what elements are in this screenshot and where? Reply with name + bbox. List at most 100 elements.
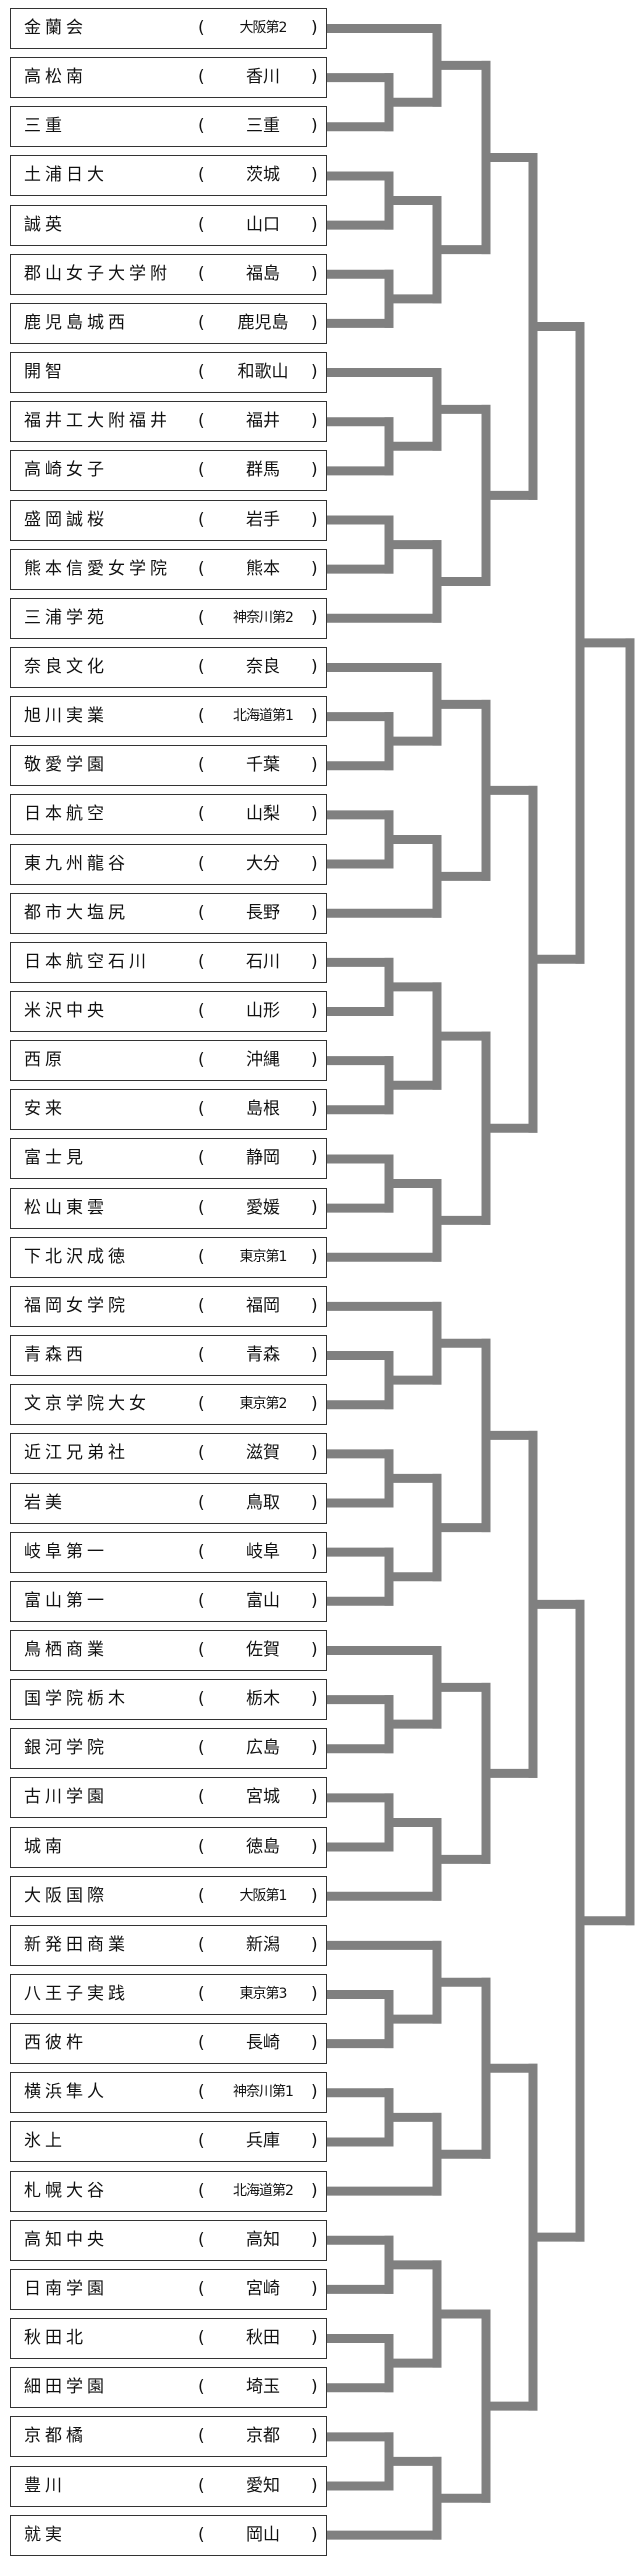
team-name: 青森西: [24, 1345, 87, 1366]
paren-open: (: [198, 263, 205, 284]
team-name: 米沢中央: [24, 1001, 108, 1021]
paren-close: ): [311, 1492, 318, 1513]
team-name: 高知中央: [24, 2229, 108, 2250]
paren-close: ): [311, 116, 318, 137]
team-prefecture: 佐賀: [246, 1639, 280, 1660]
paren-open: (: [198, 1001, 205, 1021]
team-entry: 日南学園(宮崎): [10, 2268, 327, 2310]
paren-open: (: [198, 1345, 205, 1366]
paren-close: ): [311, 1885, 318, 1906]
team-prefecture: 東京第1: [239, 1248, 288, 1265]
paren-open: (: [198, 804, 205, 825]
paren-open: (: [198, 1590, 205, 1611]
team-prefecture: 静岡: [246, 1148, 280, 1169]
paren-close: ): [311, 853, 318, 874]
paren-close: ): [311, 2475, 318, 2496]
paren-open: (: [198, 67, 205, 88]
paren-open: (: [198, 607, 205, 628]
paren-close: ): [311, 1099, 318, 1120]
team-entry: 銀河学院(広島): [10, 1728, 327, 1770]
paren-open: (: [198, 460, 205, 481]
paren-open: (: [198, 1836, 205, 1857]
team-entry: 八王子実践(東京第3): [10, 1974, 327, 2015]
paren-close: ): [311, 362, 318, 383]
team-entry: 開智(和歌山): [10, 352, 327, 394]
paren-close: ): [311, 2377, 318, 2398]
team-prefecture: 新潟: [246, 1934, 280, 1955]
team-prefecture: 福岡: [246, 1295, 280, 1316]
paren-open: (: [198, 2524, 205, 2545]
team-name: 細田学園: [24, 2377, 108, 2398]
paren-open: (: [198, 2180, 205, 2201]
paren-close: ): [311, 2426, 318, 2447]
team-entry: 就実(岡山): [10, 2514, 327, 2556]
team-name: 秋田北: [24, 2328, 87, 2349]
team-entry: 札幌大谷(北海道第2): [10, 2170, 327, 2212]
team-entry: 西原(沖縄): [10, 1040, 327, 1082]
paren-open: (: [198, 951, 205, 972]
paren-close: ): [311, 2033, 318, 2054]
paren-open: (: [198, 1689, 205, 1710]
paren-close: ): [311, 1246, 318, 1267]
paren-open: (: [198, 1984, 205, 2004]
team-prefecture: 京都: [246, 2426, 280, 2447]
team-name: 日南学園: [24, 2278, 108, 2299]
team-entry: 鹿児島城西(鹿児島): [10, 302, 327, 344]
team-prefecture: 長崎: [246, 2033, 280, 2054]
paren-open: (: [198, 2082, 205, 2103]
paren-close: ): [311, 607, 318, 628]
team-entry: 誠英(山口): [10, 204, 327, 246]
team-name: 銀河学院: [24, 1738, 108, 1759]
team-prefecture: 富山: [246, 1590, 280, 1611]
team-name: 富士見: [24, 1148, 87, 1169]
team-entry: 鳥栖商業(佐賀): [10, 1629, 327, 1671]
team-entry: 東九州龍谷(大分): [10, 843, 327, 885]
team-name: 大阪国際: [24, 1885, 108, 1906]
team-prefecture: 千葉: [246, 755, 280, 776]
team-entry: 奈良文化(奈良): [10, 646, 327, 688]
paren-close: ): [311, 1836, 318, 1857]
paren-open: (: [198, 755, 205, 776]
team-entry: 富山第一(富山): [10, 1580, 327, 1622]
team-entry: 新発田商業(新潟): [10, 1924, 327, 1966]
team-entry: 青森西(青森): [10, 1335, 327, 1377]
paren-close: ): [311, 1590, 318, 1611]
team-name: 豊川: [24, 2475, 66, 2496]
paren-open: (: [198, 1394, 205, 1415]
team-entry: 日本航空石川(石川): [10, 941, 327, 983]
team-prefecture: 福島: [246, 263, 280, 284]
team-name: 郡山女子大学附: [24, 263, 171, 284]
team-prefecture: 青森: [246, 1345, 280, 1366]
team-entry: 郡山女子大学附 ( 福島): [10, 253, 327, 295]
team-prefecture: 神奈川第2: [233, 609, 294, 626]
team-name: 近江兄弟社: [24, 1443, 129, 1464]
team-name: 高松南: [24, 67, 87, 88]
team-entry: 盛岡誠桜(岩手): [10, 499, 327, 541]
paren-open: (: [198, 1738, 205, 1759]
paren-open: (: [198, 509, 205, 530]
team-prefecture: 三重: [246, 116, 280, 137]
paren-close: ): [311, 2229, 318, 2250]
team-entry: 土浦日大(茨城): [10, 155, 327, 197]
team-prefecture: 秋田: [246, 2328, 280, 2349]
team-entry: 三浦学苑 ( 神奈川第2): [10, 597, 327, 639]
team-name: 文京学院大女: [24, 1394, 150, 1415]
paren-open: (: [198, 1541, 205, 1562]
team-name: 三浦学苑: [24, 607, 108, 628]
paren-close: ): [311, 460, 318, 481]
team-prefecture: 宮城: [246, 1787, 280, 1808]
paren-open: (: [198, 165, 205, 186]
paren-close: ): [311, 656, 318, 677]
team-name: 八王子実践: [24, 1984, 129, 2004]
team-prefecture: 大阪第1: [239, 1887, 288, 1904]
team-prefecture: 北海道第2: [233, 2182, 294, 2199]
team-prefecture: 島根: [246, 1099, 280, 1120]
team-name: 城南: [24, 1836, 66, 1857]
paren-close: ): [311, 263, 318, 284]
paren-open: (: [198, 1050, 205, 1071]
paren-open: (: [198, 1099, 205, 1120]
paren-close: ): [311, 1050, 318, 1071]
paren-open: (: [198, 2278, 205, 2299]
team-name: 盛岡誠桜: [24, 509, 108, 530]
